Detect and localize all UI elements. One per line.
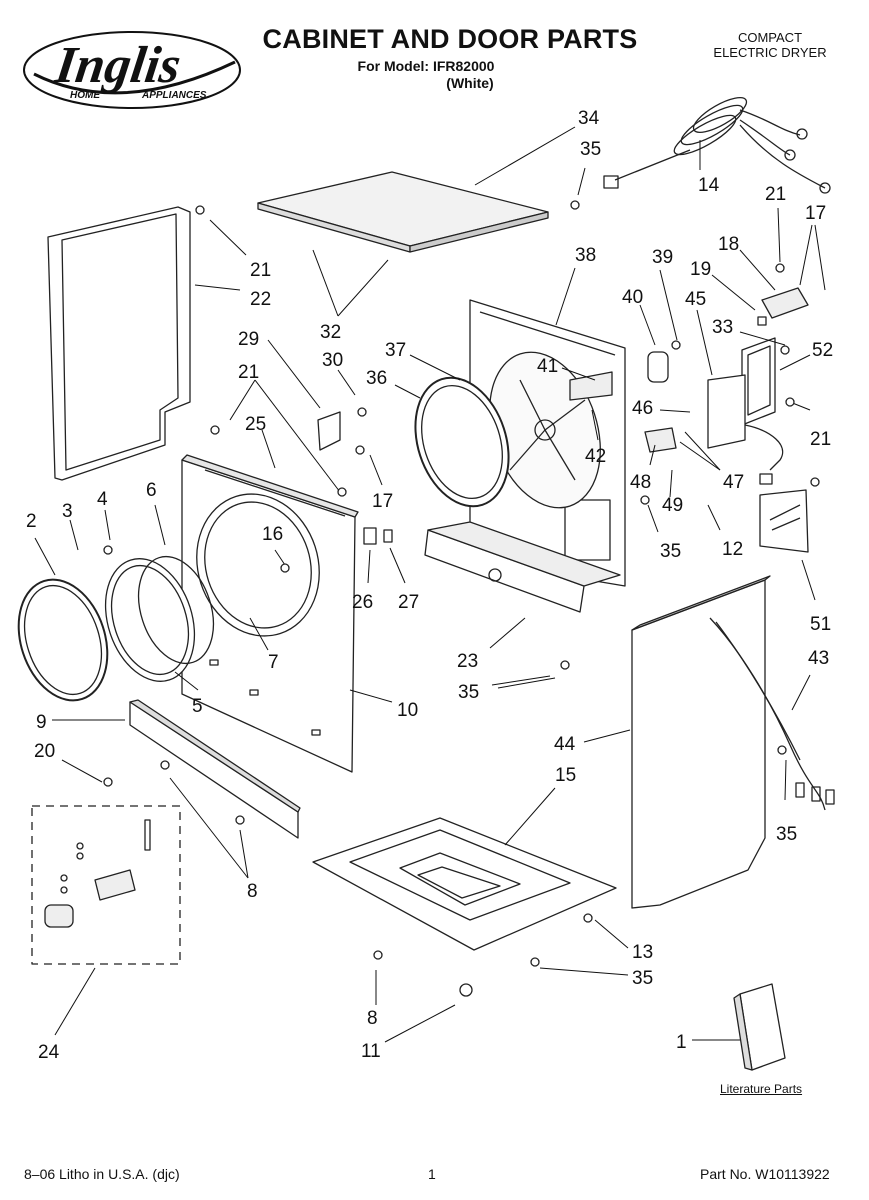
callout-39: 39 bbox=[652, 247, 673, 268]
callout-49: 49 bbox=[662, 495, 683, 516]
callout-51: 51 bbox=[810, 614, 831, 635]
callout-35: 35 bbox=[660, 541, 681, 562]
power-cord bbox=[603, 97, 831, 194]
callout-21: 21 bbox=[250, 260, 271, 281]
top-panel bbox=[257, 171, 549, 253]
callout-21: 21 bbox=[810, 429, 831, 450]
wire-harness bbox=[709, 617, 835, 811]
callout-3: 3 bbox=[62, 501, 73, 522]
page-title: CABINET AND DOOR PARTS bbox=[262, 24, 638, 54]
callout-46: 46 bbox=[632, 398, 653, 419]
base-plate bbox=[312, 817, 617, 951]
screws bbox=[103, 200, 820, 997]
callout-16: 16 bbox=[262, 524, 283, 545]
callout-25: 25 bbox=[245, 414, 266, 435]
strike-27 bbox=[383, 529, 393, 543]
hinge-29 bbox=[317, 411, 341, 451]
callout-41: 41 bbox=[537, 356, 558, 377]
callout-13: 13 bbox=[632, 942, 653, 963]
callout-37: 37 bbox=[385, 340, 406, 361]
callout-47: 47 bbox=[723, 472, 744, 493]
inglis-logo: Inglis HOME APPLIANCES bbox=[23, 31, 241, 109]
callout-4: 4 bbox=[97, 489, 108, 510]
strike-26 bbox=[363, 527, 377, 545]
callout-22: 22 bbox=[250, 289, 271, 310]
literature-parts-label: Literature Parts bbox=[720, 1082, 803, 1096]
footer-part-number: Part No. W10113922 bbox=[700, 1166, 830, 1182]
toe-panel bbox=[424, 521, 621, 613]
door-assembly bbox=[17, 555, 215, 702]
callout-35: 35 bbox=[458, 682, 479, 703]
callout-17: 17 bbox=[372, 491, 393, 512]
callout-26: 26 bbox=[352, 592, 373, 613]
footer-page-number: 1 bbox=[428, 1166, 436, 1182]
callout-24: 24 bbox=[38, 1042, 60, 1063]
control-box-45 bbox=[707, 374, 784, 485]
bottom-kick-panel bbox=[129, 699, 301, 839]
cover-51 bbox=[759, 489, 809, 553]
callout-35: 35 bbox=[776, 824, 797, 845]
model-number: For Model: IFR82000 bbox=[357, 58, 495, 74]
callout-19: 19 bbox=[690, 259, 711, 280]
callout-35: 35 bbox=[632, 968, 653, 989]
callout-7: 7 bbox=[268, 652, 279, 673]
model-color: (White) bbox=[446, 75, 494, 91]
callout-15: 15 bbox=[555, 765, 576, 786]
callout-44: 44 bbox=[554, 734, 576, 755]
drum-seal-ring bbox=[414, 376, 510, 508]
thermostat-48 bbox=[644, 427, 677, 453]
hardware-kit bbox=[44, 819, 151, 928]
callout-34: 34 bbox=[578, 108, 600, 129]
callout-21: 21 bbox=[765, 184, 786, 205]
leader-lines bbox=[34, 126, 826, 1043]
callout-18: 18 bbox=[718, 234, 739, 255]
callout-17: 17 bbox=[805, 203, 826, 224]
terminal-block bbox=[757, 287, 809, 326]
callout-11: 11 bbox=[361, 1041, 381, 1062]
callout-35: 35 bbox=[580, 139, 601, 160]
callout-36: 36 bbox=[366, 368, 387, 389]
callout-43: 43 bbox=[808, 648, 829, 669]
callout-20: 20 bbox=[34, 741, 55, 762]
door-switch-40 bbox=[647, 351, 669, 383]
svg-text:HOME: HOME bbox=[70, 90, 100, 101]
callout-1: 1 bbox=[676, 1032, 687, 1053]
front-panel bbox=[181, 454, 359, 773]
callout-5: 5 bbox=[192, 696, 203, 717]
callout-2: 2 bbox=[26, 511, 37, 532]
bracket-41 bbox=[569, 371, 613, 401]
left-side-panel bbox=[47, 206, 191, 481]
callout-10: 10 bbox=[397, 700, 418, 721]
callout-8: 8 bbox=[247, 881, 258, 902]
cover-52 bbox=[741, 337, 776, 426]
callout-9: 9 bbox=[36, 712, 47, 733]
callout-12: 12 bbox=[722, 539, 743, 560]
hardware-kit-box bbox=[31, 805, 181, 965]
callout-38: 38 bbox=[575, 245, 596, 266]
callout-52: 52 bbox=[812, 340, 833, 361]
callout-33: 33 bbox=[712, 317, 733, 338]
callout-labels: 34 35 14 21 17 21 22 32 38 39 18 19 40 4… bbox=[26, 108, 833, 1063]
brand-wordmark: Inglis bbox=[51, 36, 184, 94]
callout-6: 6 bbox=[146, 480, 157, 501]
callout-23: 23 bbox=[457, 651, 478, 672]
literature-book bbox=[733, 983, 786, 1071]
callout-29: 29 bbox=[238, 329, 259, 350]
callout-32: 32 bbox=[320, 322, 341, 343]
callout-27: 27 bbox=[398, 592, 419, 613]
callout-30: 30 bbox=[322, 350, 343, 371]
footer-litho: 8–06 Litho in U.S.A. (djc) bbox=[24, 1166, 180, 1182]
callout-48: 48 bbox=[630, 472, 651, 493]
right-side-panel bbox=[631, 575, 771, 909]
callout-40: 40 bbox=[622, 287, 643, 308]
svg-text:APPLIANCES: APPLIANCES bbox=[141, 90, 207, 101]
callout-42: 42 bbox=[585, 446, 606, 467]
callout-45: 45 bbox=[685, 289, 706, 310]
callout-14: 14 bbox=[698, 175, 720, 196]
product-type: COMPACT ELECTRIC DRYER bbox=[713, 30, 827, 60]
callout-8: 8 bbox=[367, 1008, 378, 1029]
callout-21: 21 bbox=[238, 362, 259, 383]
